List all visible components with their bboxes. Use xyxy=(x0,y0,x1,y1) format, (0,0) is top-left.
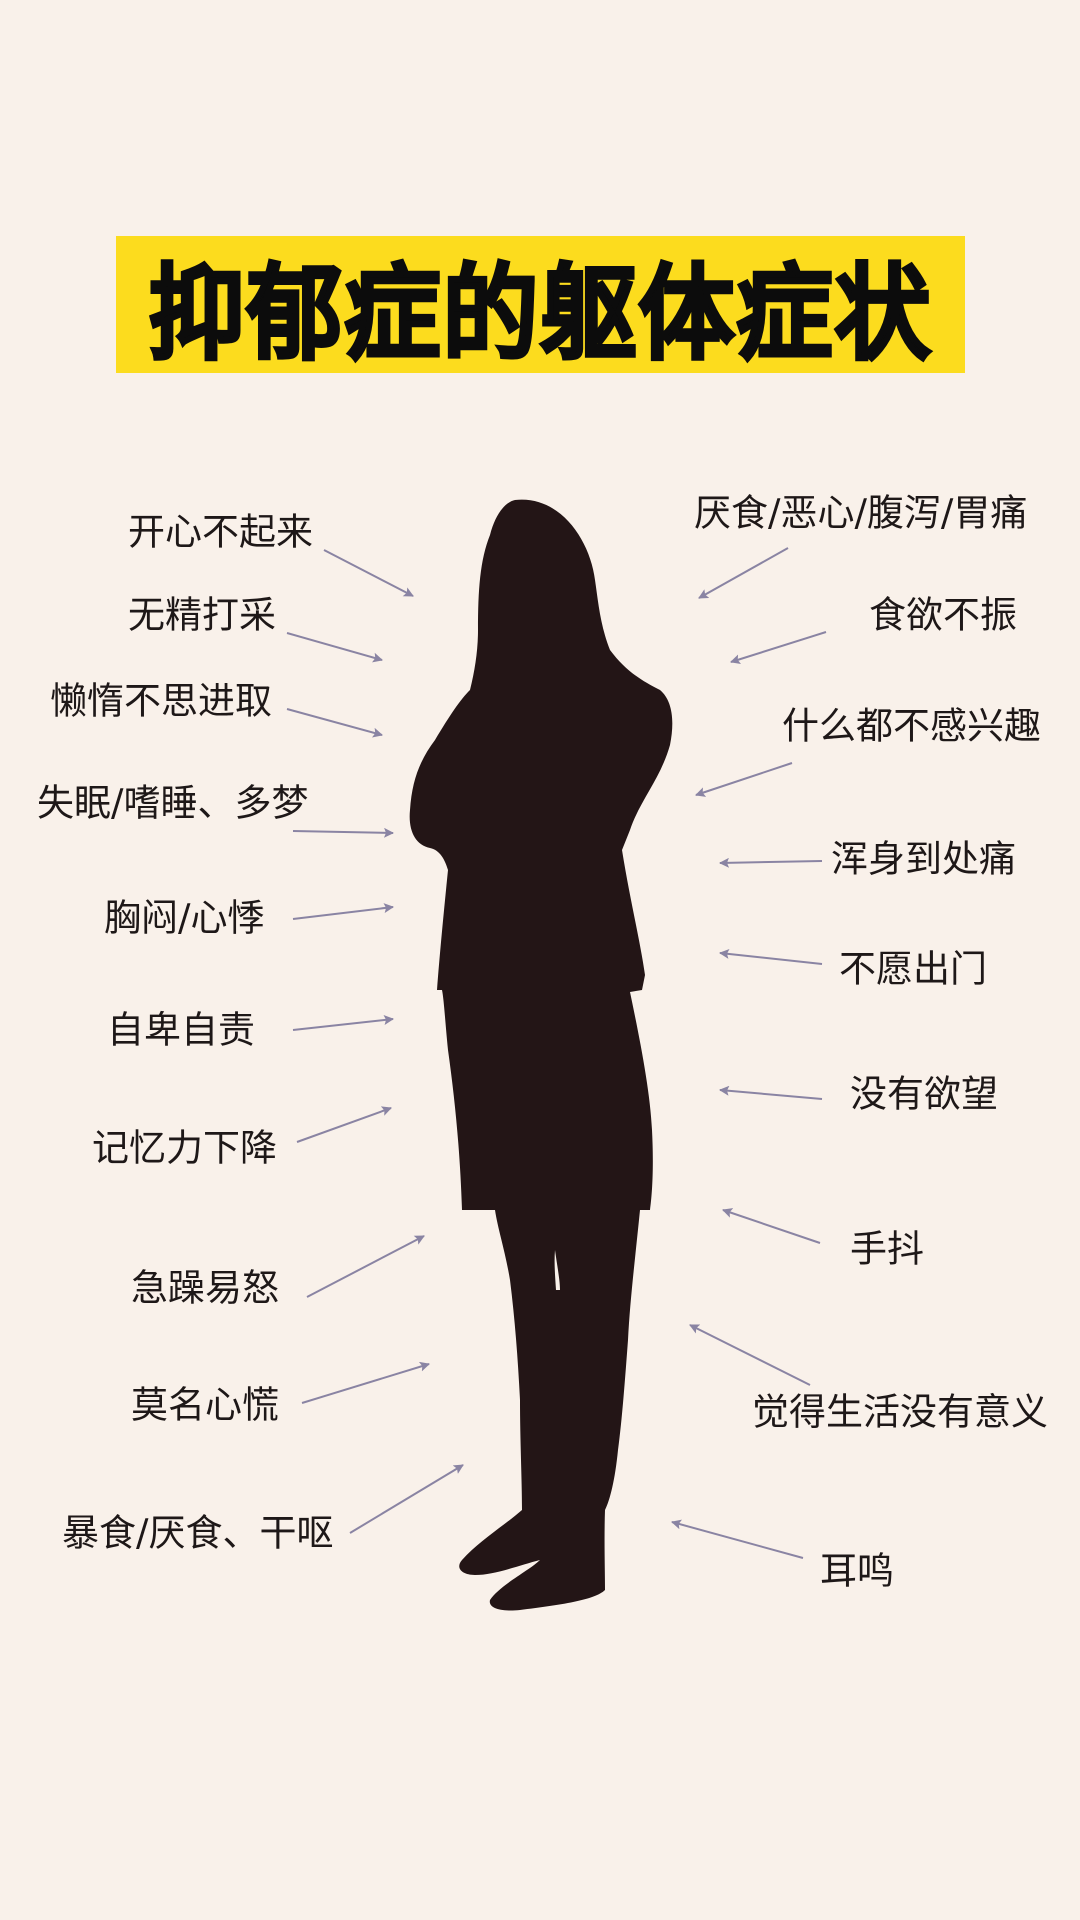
symptom-label: 不愿出门 xyxy=(839,947,987,991)
symptom-label: 什么都不感兴趣 xyxy=(782,704,1041,748)
symptom-label: 懒惰不思进取 xyxy=(50,679,272,723)
arrow-icon xyxy=(286,708,383,738)
symptom-label: 手抖 xyxy=(850,1227,924,1271)
symptom-label: 厌食/恶心/腹泻/胃痛 xyxy=(694,491,1028,535)
leg-gap xyxy=(554,1250,560,1290)
arrow-icon xyxy=(719,948,823,965)
symptom-label: 胸闷/心悸 xyxy=(104,896,265,940)
symptom-label: 开心不起来 xyxy=(128,510,313,554)
arrow-icon xyxy=(292,827,394,838)
arrow-icon xyxy=(730,631,827,665)
symptom-label: 自卑自责 xyxy=(107,1008,255,1052)
arrow-icon xyxy=(286,632,383,663)
arrow-icon xyxy=(695,762,793,797)
symptom-label: 莫名心慌 xyxy=(131,1383,279,1427)
symptom-label: 觉得生活没有意义 xyxy=(752,1390,1048,1434)
page-title: 抑郁症的躯体症状 xyxy=(147,252,933,376)
arrow-icon xyxy=(722,1208,821,1244)
arrow-icon xyxy=(698,547,789,599)
woman-silhouette-icon xyxy=(409,499,673,1611)
symptom-label: 暴食/厌食、干呕 xyxy=(62,1511,334,1555)
arrow-icon xyxy=(689,1324,811,1386)
symptom-label: 记忆力下降 xyxy=(92,1126,277,1170)
arrow-icon xyxy=(296,1106,392,1143)
arrow-icon xyxy=(323,549,414,597)
arrow-icon xyxy=(292,1015,394,1031)
right-arrows xyxy=(671,547,827,1559)
symptom-label: 浑身到处痛 xyxy=(831,837,1016,881)
symptom-label: 没有欲望 xyxy=(850,1072,998,1116)
arrow-icon xyxy=(349,1464,464,1534)
title-banner: 抑郁症的躯体症状 xyxy=(116,236,965,376)
symptom-label: 耳鸣 xyxy=(820,1549,894,1593)
arrow-icon xyxy=(292,903,394,920)
arrow-icon xyxy=(719,1085,823,1100)
symptom-label: 急躁易怒 xyxy=(131,1266,279,1310)
arrow-icon xyxy=(719,857,823,868)
left-arrows xyxy=(286,549,464,1534)
symptom-label: 无精打采 xyxy=(128,593,276,637)
arrow-icon xyxy=(301,1361,430,1404)
arrow-icon xyxy=(671,1519,804,1559)
symptom-label: 食欲不振 xyxy=(869,593,1017,637)
symptom-label: 失眠/嗜睡、多梦 xyxy=(37,781,309,825)
arrow-icon xyxy=(306,1235,425,1298)
